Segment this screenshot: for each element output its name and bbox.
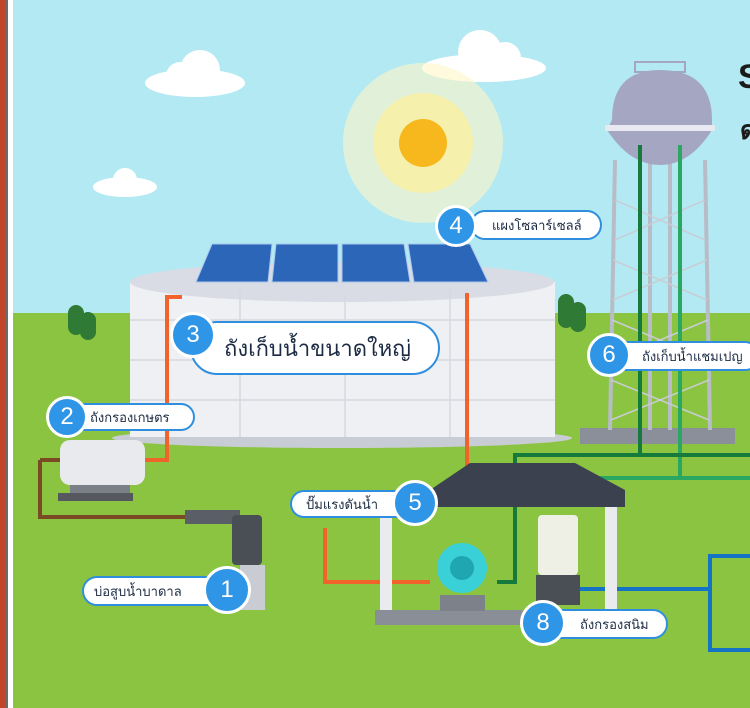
label-text: ปั๊มแรงดันน้ำ bbox=[306, 497, 379, 513]
label-text: ถังกรองเกษตร bbox=[90, 410, 170, 426]
pipe-blue bbox=[570, 554, 750, 591]
border-stripe bbox=[0, 0, 6, 708]
number-badge-4: 4 bbox=[435, 205, 477, 247]
label-large-tank: ถังเก็บน้ำขนาดใหญ่ bbox=[190, 321, 440, 375]
label-text: ถังเก็บน้ำแชมเปญ bbox=[642, 349, 743, 365]
number-badge-2: 2 bbox=[46, 396, 88, 438]
label-text: ถังเก็บน้ำขนาดใหญ่ bbox=[224, 336, 411, 362]
number-badge-3: 3 bbox=[170, 312, 216, 358]
filter-motor bbox=[58, 440, 145, 501]
label-text: บ่อสูบน้ำบาดาล bbox=[94, 584, 182, 600]
number-badge-8: 8 bbox=[520, 600, 566, 646]
champagne-water-tower bbox=[580, 61, 735, 444]
pipe-brown bbox=[38, 460, 230, 519]
number-badge-5: 5 bbox=[392, 480, 438, 526]
label-solar-panel: แผงโซลาร์เซลล์ bbox=[470, 210, 602, 240]
page-subtitle-partial: ด bbox=[740, 116, 750, 146]
label-text: แผงโซลาร์เซลล์ bbox=[492, 218, 582, 234]
page-title-partial: S bbox=[738, 58, 750, 96]
sun-icon bbox=[399, 119, 447, 167]
number-badge-6: 6 bbox=[587, 333, 631, 377]
solar-panels bbox=[195, 243, 489, 283]
pipe-orange bbox=[145, 295, 182, 462]
label-text: ถังกรองสนิม bbox=[580, 617, 649, 633]
bushes bbox=[68, 294, 586, 340]
number-badge-1: 1 bbox=[203, 566, 251, 614]
pump-house bbox=[375, 463, 625, 625]
